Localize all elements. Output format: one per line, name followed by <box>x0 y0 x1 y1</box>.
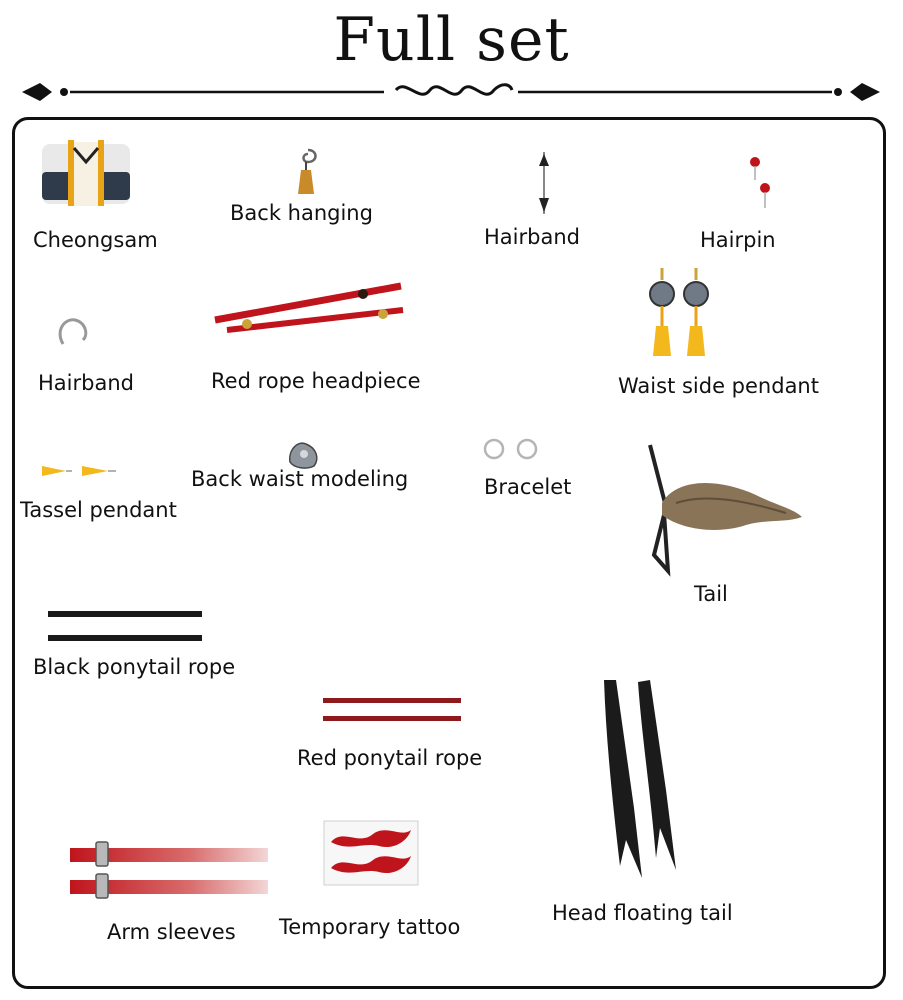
back-waist-modeling-label: Back waist modeling <box>191 467 409 491</box>
tassel-pendant-icon <box>42 466 116 476</box>
arm-sleeves-label: Arm sleeves <box>107 920 236 944</box>
hairpin-icon <box>750 157 770 208</box>
back-waist-modeling-icon <box>289 442 318 469</box>
head-floating-tail-icon <box>604 680 676 878</box>
arm-sleeves-icon <box>70 841 268 899</box>
temporary-tattoo-label: Temporary tattoo <box>279 915 461 939</box>
page-title: Full set <box>333 5 570 75</box>
back-hanging-label: Back hanging <box>230 201 373 225</box>
head-floating-tail-label: Head floating tail <box>552 901 733 925</box>
red-ponytail-rope-icon <box>323 698 461 721</box>
hairband-ring-label: Hairband <box>38 371 134 395</box>
hairband-stick-icon <box>539 152 549 214</box>
hairband-ring-icon <box>58 318 88 345</box>
cheongsam-label: Cheongsam <box>33 228 158 252</box>
red-rope-headpiece-icon <box>214 282 404 333</box>
black-ponytail-rope-label: Black ponytail rope <box>33 655 236 679</box>
bracelet-icon <box>483 438 538 460</box>
tail-label: Tail <box>694 582 728 606</box>
red-rope-headpiece-label: Red rope headpiece <box>211 369 421 393</box>
black-ponytail-rope-icon <box>48 611 202 641</box>
items-frame <box>12 117 886 989</box>
bracelet-label: Bracelet <box>484 475 572 499</box>
back-hanging-icon <box>298 148 317 194</box>
temporary-tattoo-icon <box>323 820 419 886</box>
hairband-stick-label: Hairband <box>484 225 580 249</box>
red-ponytail-rope-label: Red ponytail rope <box>297 746 483 770</box>
ornamental-divider <box>22 83 880 101</box>
cheongsam-icon <box>42 140 130 206</box>
waist-side-pendant-icon <box>649 268 709 356</box>
waist-side-pendant-label: Waist side pendant <box>618 374 819 398</box>
tassel-pendant-label: Tassel pendant <box>20 498 177 522</box>
hairpin-label: Hairpin <box>700 228 776 252</box>
tail-icon <box>648 444 802 577</box>
